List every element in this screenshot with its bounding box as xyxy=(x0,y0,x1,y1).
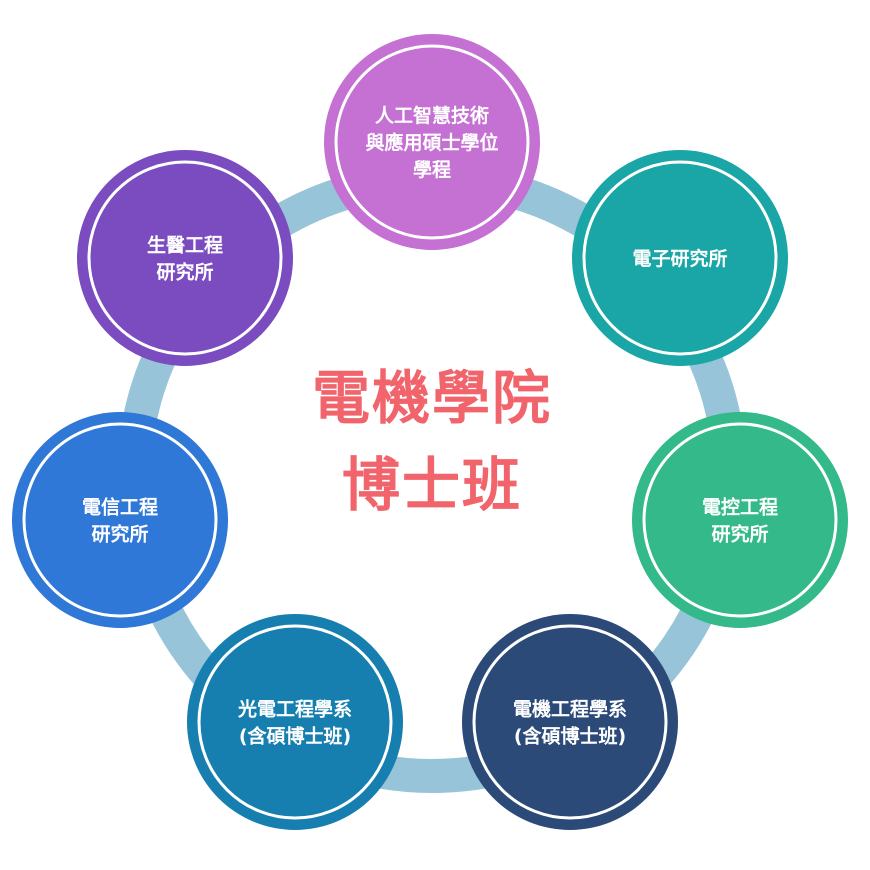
node-electronics: 電子研究所 xyxy=(572,150,788,366)
program-nodes: 人工智慧技術與應用碩士學位學程電子研究所電控工程研究所電機工程學系(含碩博士班)… xyxy=(12,34,848,830)
node-circle xyxy=(572,150,788,366)
node-label-line: 人工智慧技術 xyxy=(375,104,489,127)
node-label-line: (含碩博士班) xyxy=(514,725,626,748)
node-circle xyxy=(77,150,293,366)
node-inner-ring xyxy=(472,624,668,820)
node-label-line: 光電工程學系 xyxy=(237,698,352,721)
node-inner-ring xyxy=(87,160,283,356)
node-circle xyxy=(462,614,678,830)
node-inner-ring xyxy=(582,160,778,356)
node-ee: 電機工程學系 (含碩博士班) xyxy=(462,614,678,830)
node-label-line: 電子研究所 xyxy=(632,247,727,270)
node-label-line: 研究所 xyxy=(91,523,148,546)
node-label-line: 電控工程 xyxy=(702,496,778,519)
node-label-line: 生醫工程 xyxy=(147,234,223,257)
node-label-line: 電信工程 xyxy=(82,496,158,519)
node-circle xyxy=(12,412,228,628)
node-label-line: 電機工程學系 xyxy=(513,698,627,721)
node-label-line: 研究所 xyxy=(711,523,768,546)
center-title-line: 博士班 xyxy=(342,451,522,519)
node-circle xyxy=(324,34,540,250)
node-inner-ring xyxy=(334,44,530,240)
node-inner-ring xyxy=(22,422,218,618)
node-label-line: 研究所 xyxy=(156,261,213,284)
center-title-line: 電機學院 xyxy=(312,364,552,432)
node-circle xyxy=(187,614,403,830)
node-label-line: 學程 xyxy=(413,159,451,181)
node-inner-ring xyxy=(197,624,393,820)
node-photonics: 光電工程學系 (含碩博士班) xyxy=(187,614,403,830)
node-label-line: 與應用碩士學位 xyxy=(365,131,498,154)
node-circle xyxy=(632,412,848,628)
node-inner-ring xyxy=(642,422,838,618)
node-label-line: (含碩博士班) xyxy=(239,725,351,748)
